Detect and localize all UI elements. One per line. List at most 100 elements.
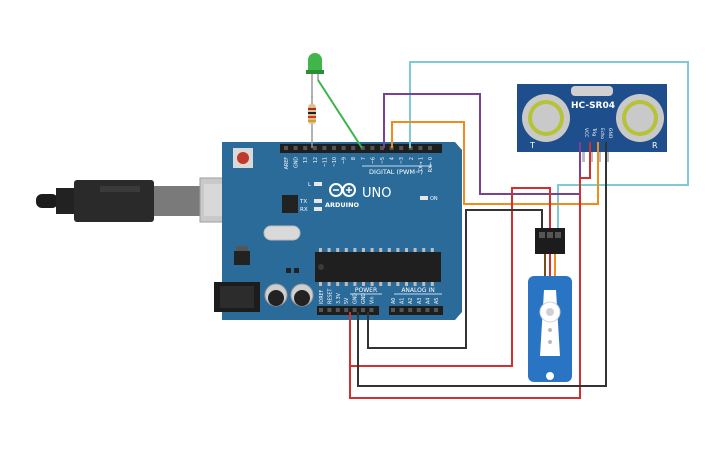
digital-pin-socket[interactable] [360, 146, 365, 150]
digital-pin-label: AREF [284, 157, 290, 170]
chip-leg [379, 248, 383, 252]
servo-motor-icon [528, 228, 572, 382]
power-pin-socket[interactable] [369, 308, 374, 312]
wire-cyan [409, 61, 689, 228]
digital-label: DIGITAL (PWM~) [369, 168, 423, 176]
digital-pin-label: 7 [361, 157, 367, 160]
power-pin-label: A3 [417, 298, 423, 304]
digital-pin-socket[interactable] [380, 146, 384, 150]
power-pin-label: RESET [327, 289, 333, 304]
sensor-model: HC-SR04 [571, 101, 615, 111]
power-pin-socket[interactable] [344, 308, 349, 312]
power-pin-socket[interactable] [319, 308, 323, 312]
power-pin-label: IOREF [319, 289, 325, 304]
digital-pin-socket[interactable] [341, 146, 346, 150]
chip-leg [422, 248, 426, 252]
chip-leg [387, 248, 391, 252]
chip-leg [405, 248, 408, 252]
power-pin-label: GND [361, 293, 367, 304]
power-pin-label: A2 [408, 298, 414, 304]
chip-leg [319, 248, 322, 252]
digital-pin-socket[interactable] [351, 146, 356, 150]
l-led-label: L [308, 182, 312, 188]
chip-leg [396, 282, 400, 286]
reset-button[interactable] [233, 148, 253, 168]
chip-leg [327, 282, 331, 286]
power-pin-label: A4 [425, 298, 431, 304]
chip-leg [336, 282, 340, 286]
sensor-pin-label: GND [607, 128, 613, 139]
digital-pin-label: 12 [313, 157, 319, 163]
power-pin-socket[interactable] [391, 308, 395, 312]
power-pin-socket[interactable] [352, 308, 357, 312]
chip-leg [396, 248, 400, 252]
chip-leg [370, 282, 374, 286]
digital-pin-label: ~6 [370, 157, 376, 164]
sensor-pin[interactable] [598, 152, 601, 162]
digital-pin-label: 13 [303, 157, 309, 163]
digital-pin-socket[interactable] [418, 146, 423, 150]
sensor-pin[interactable] [606, 152, 609, 162]
chip-leg [344, 248, 348, 252]
digital-pin-socket[interactable] [322, 146, 327, 150]
chip-leg [353, 282, 357, 286]
digital-pin-label: ~9 [342, 157, 348, 164]
arduino-model: UNO [362, 186, 391, 201]
power-pin-label: A5 [434, 298, 440, 304]
digital-pin-socket[interactable] [428, 146, 432, 150]
digital-pin-label: 8 [351, 157, 357, 160]
power-pin-label: 3.3V [336, 292, 342, 304]
analog-in-label: ANALOG IN [401, 287, 434, 294]
chip-leg [413, 282, 417, 286]
arduino-logo-icon [329, 183, 356, 197]
crystal-oscillator [263, 225, 301, 241]
svg-text:R: R [652, 141, 658, 150]
usb-cable-icon [36, 177, 245, 223]
power-label: POWER [355, 287, 377, 294]
digital-pin-socket[interactable] [370, 146, 375, 150]
power-pin-socket[interactable] [434, 308, 438, 312]
arduino-brand: ARDUINO [325, 201, 360, 209]
sensor-pin[interactable] [582, 152, 585, 162]
on-led-label: ON [430, 196, 438, 202]
wire-black-sensor [357, 142, 607, 387]
sensor-pin[interactable] [590, 152, 593, 162]
power-pin-label: 5V [344, 297, 350, 304]
rx-led-label: RX [300, 207, 308, 213]
chip-leg [370, 248, 374, 252]
digital-pin-socket[interactable] [284, 146, 288, 150]
digital-pin-socket[interactable] [312, 146, 317, 150]
digital-pin-label: ~3 [399, 157, 405, 164]
atmega-chip [315, 248, 441, 286]
power-pin-socket[interactable] [408, 308, 413, 312]
wire-red-sensor [349, 142, 591, 399]
digital-pin-label: ~10 [332, 157, 338, 167]
chip-leg [387, 282, 391, 286]
tx-led-label: TX [299, 199, 307, 205]
digital-pin-socket[interactable] [303, 146, 308, 150]
power-pin-socket[interactable] [327, 308, 332, 312]
digital-pin-socket[interactable] [399, 146, 404, 150]
digital-pin-label: ~11 [322, 157, 328, 167]
power-pin-label: Vin [369, 296, 375, 304]
svg-text:T: T [529, 141, 535, 150]
chip-leg [422, 282, 426, 286]
sensor-pin-label: Echo [599, 128, 605, 139]
power-pin-socket[interactable] [335, 308, 340, 312]
power-pin-socket[interactable] [361, 308, 365, 312]
chip-leg [344, 282, 348, 286]
power-pin-socket[interactable] [399, 308, 404, 312]
analog-header [389, 306, 443, 315]
power-pin-socket[interactable] [425, 308, 430, 312]
digital-pin-socket[interactable] [332, 146, 336, 150]
dc-power-jack [214, 282, 260, 312]
digital-pin-label: GND [294, 157, 300, 168]
wire-black-servo [367, 209, 543, 349]
digital-pin-socket[interactable] [293, 146, 298, 150]
chip-leg [430, 248, 434, 252]
capacitor-icon [264, 283, 314, 307]
power-pin-socket[interactable] [416, 308, 421, 312]
